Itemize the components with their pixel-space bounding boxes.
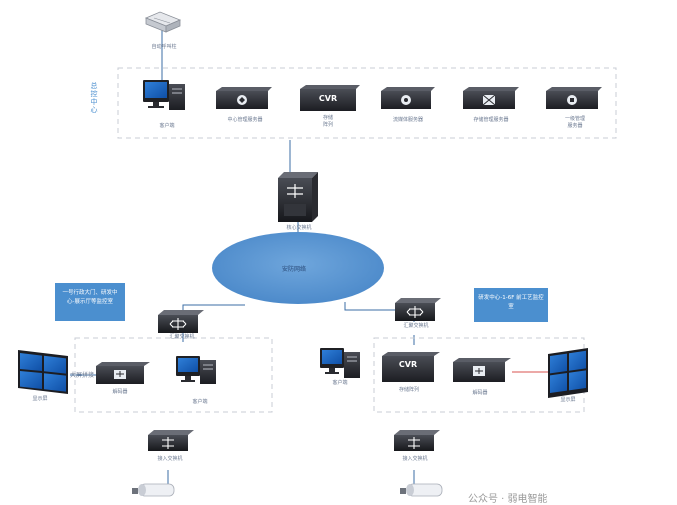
storage-mgmt-label: 存储管理服务器 bbox=[473, 117, 509, 123]
cvr-label-3: 阵列 bbox=[322, 122, 333, 128]
right-note-box: 研发中心-1-6F 前工艺监控室 bbox=[474, 288, 548, 322]
right-decoder-icon bbox=[453, 358, 511, 382]
right-display-label: 显示屏 bbox=[560, 397, 576, 403]
watermark: 公众号 · 弱电智能 bbox=[468, 494, 548, 505]
left-decoder-label: 解码器 bbox=[112, 389, 128, 395]
left-access-switch-label: 接入交换机 bbox=[157, 456, 183, 462]
right-agg-switch-label: 汇聚交换机 bbox=[403, 323, 429, 329]
right-client-label: 客户端 bbox=[332, 380, 348, 386]
l1-mgmt-label-1: 一级管理 bbox=[564, 116, 585, 122]
left-decoder-icon bbox=[96, 362, 150, 384]
right-agg-switch-icon bbox=[395, 298, 441, 321]
left-display-label: 显示屏 bbox=[32, 396, 48, 402]
client-pc-icon bbox=[143, 80, 185, 110]
right-decoder-label: 解码器 bbox=[472, 390, 488, 396]
call-device-label: 自动呼叫柱 bbox=[151, 44, 177, 50]
mgmt-server-label: 中心管理服务器 bbox=[227, 117, 263, 123]
core-switch-icon bbox=[278, 172, 318, 222]
left-agg-switch-label: 汇聚交换机 bbox=[169, 334, 195, 340]
right-access-switch-icon bbox=[394, 430, 440, 451]
left-access-switch-icon bbox=[148, 430, 194, 451]
l1-mgmt-server-icon bbox=[546, 87, 602, 109]
left-client-pc-icon bbox=[176, 356, 216, 384]
control-center-label: 总控中心 bbox=[90, 82, 98, 114]
media-server-icon bbox=[381, 87, 435, 109]
mgmt-server-icon bbox=[216, 87, 272, 109]
left-agg-switch-icon bbox=[158, 310, 204, 333]
left-note-box: 一号行政大门、研发中心-展示厅等监控室 bbox=[55, 283, 125, 321]
client-label: 客户端 bbox=[159, 123, 175, 129]
storage-mgmt-server-icon bbox=[463, 87, 519, 109]
right-cvr-label: 存储阵列 bbox=[398, 387, 419, 393]
svg-text:CVR: CVR bbox=[319, 94, 337, 103]
left-display-text: 大屏拼接 bbox=[69, 372, 94, 379]
svg-text:CVR: CVR bbox=[399, 360, 417, 369]
right-access-switch-label: 接入交换机 bbox=[402, 456, 428, 462]
left-camera-icon bbox=[132, 483, 175, 497]
media-server-label: 流媒体服务器 bbox=[392, 117, 423, 123]
left-site-group bbox=[74, 337, 273, 413]
cvr-label-2: 存储 bbox=[322, 115, 333, 121]
right-video-wall-icon bbox=[548, 348, 588, 398]
right-cvr-icon: CVR bbox=[382, 352, 440, 382]
call-device-icon bbox=[144, 11, 182, 33]
core-switch-label: 核心交换机 bbox=[286, 225, 312, 231]
control-center-group bbox=[117, 67, 617, 139]
right-client-pc-icon bbox=[320, 348, 360, 378]
left-client-label: 客户端 bbox=[192, 399, 208, 405]
right-camera-icon bbox=[400, 483, 443, 497]
cvr-icon: CVR bbox=[300, 85, 360, 111]
security-network-cloud bbox=[212, 232, 384, 304]
left-video-wall-icon bbox=[18, 350, 68, 394]
l1-mgmt-label-2: 服务器 bbox=[567, 123, 583, 129]
network-label: 安防网络 bbox=[282, 266, 307, 273]
